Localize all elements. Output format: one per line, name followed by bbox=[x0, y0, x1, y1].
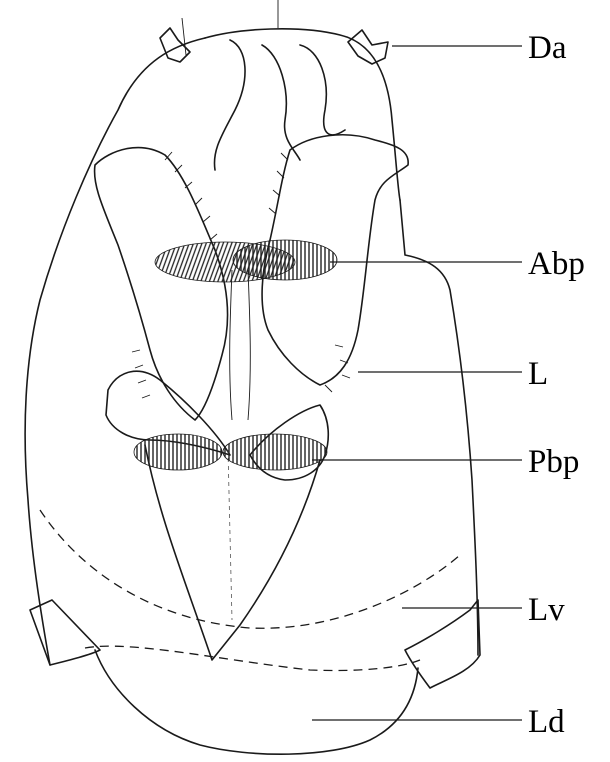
dorsal-plate bbox=[214, 40, 345, 170]
median-sclerite bbox=[145, 445, 320, 660]
label-l: L bbox=[528, 356, 548, 392]
labels: Da Abp L Pbp Lv Ld bbox=[528, 30, 585, 740]
ventral-lobe-dashed-lower bbox=[85, 646, 420, 670]
central-shaft bbox=[230, 270, 251, 420]
label-lv: Lv bbox=[528, 592, 565, 628]
dorsal-appendage-left bbox=[160, 28, 190, 62]
label-ld: Ld bbox=[528, 704, 565, 740]
label-pbp: Pbp bbox=[528, 444, 579, 480]
upper-rim bbox=[205, 29, 400, 200]
median-sclerite-inner bbox=[228, 450, 232, 620]
capsule-outline bbox=[25, 38, 478, 665]
posterior-bridge-left-hatch bbox=[134, 434, 222, 470]
lateral-plate-right bbox=[405, 600, 480, 688]
dorsal-appendage-right bbox=[348, 30, 388, 64]
anterior-bridge-right-hatch bbox=[233, 240, 337, 280]
label-da: Da bbox=[528, 30, 567, 66]
leader-lines bbox=[312, 46, 522, 720]
label-abp: Abp bbox=[528, 246, 585, 282]
dorsal-lobe-ld bbox=[95, 650, 418, 754]
left-lobe bbox=[95, 148, 228, 420]
posterior-bridge-right-hatch bbox=[223, 434, 327, 470]
